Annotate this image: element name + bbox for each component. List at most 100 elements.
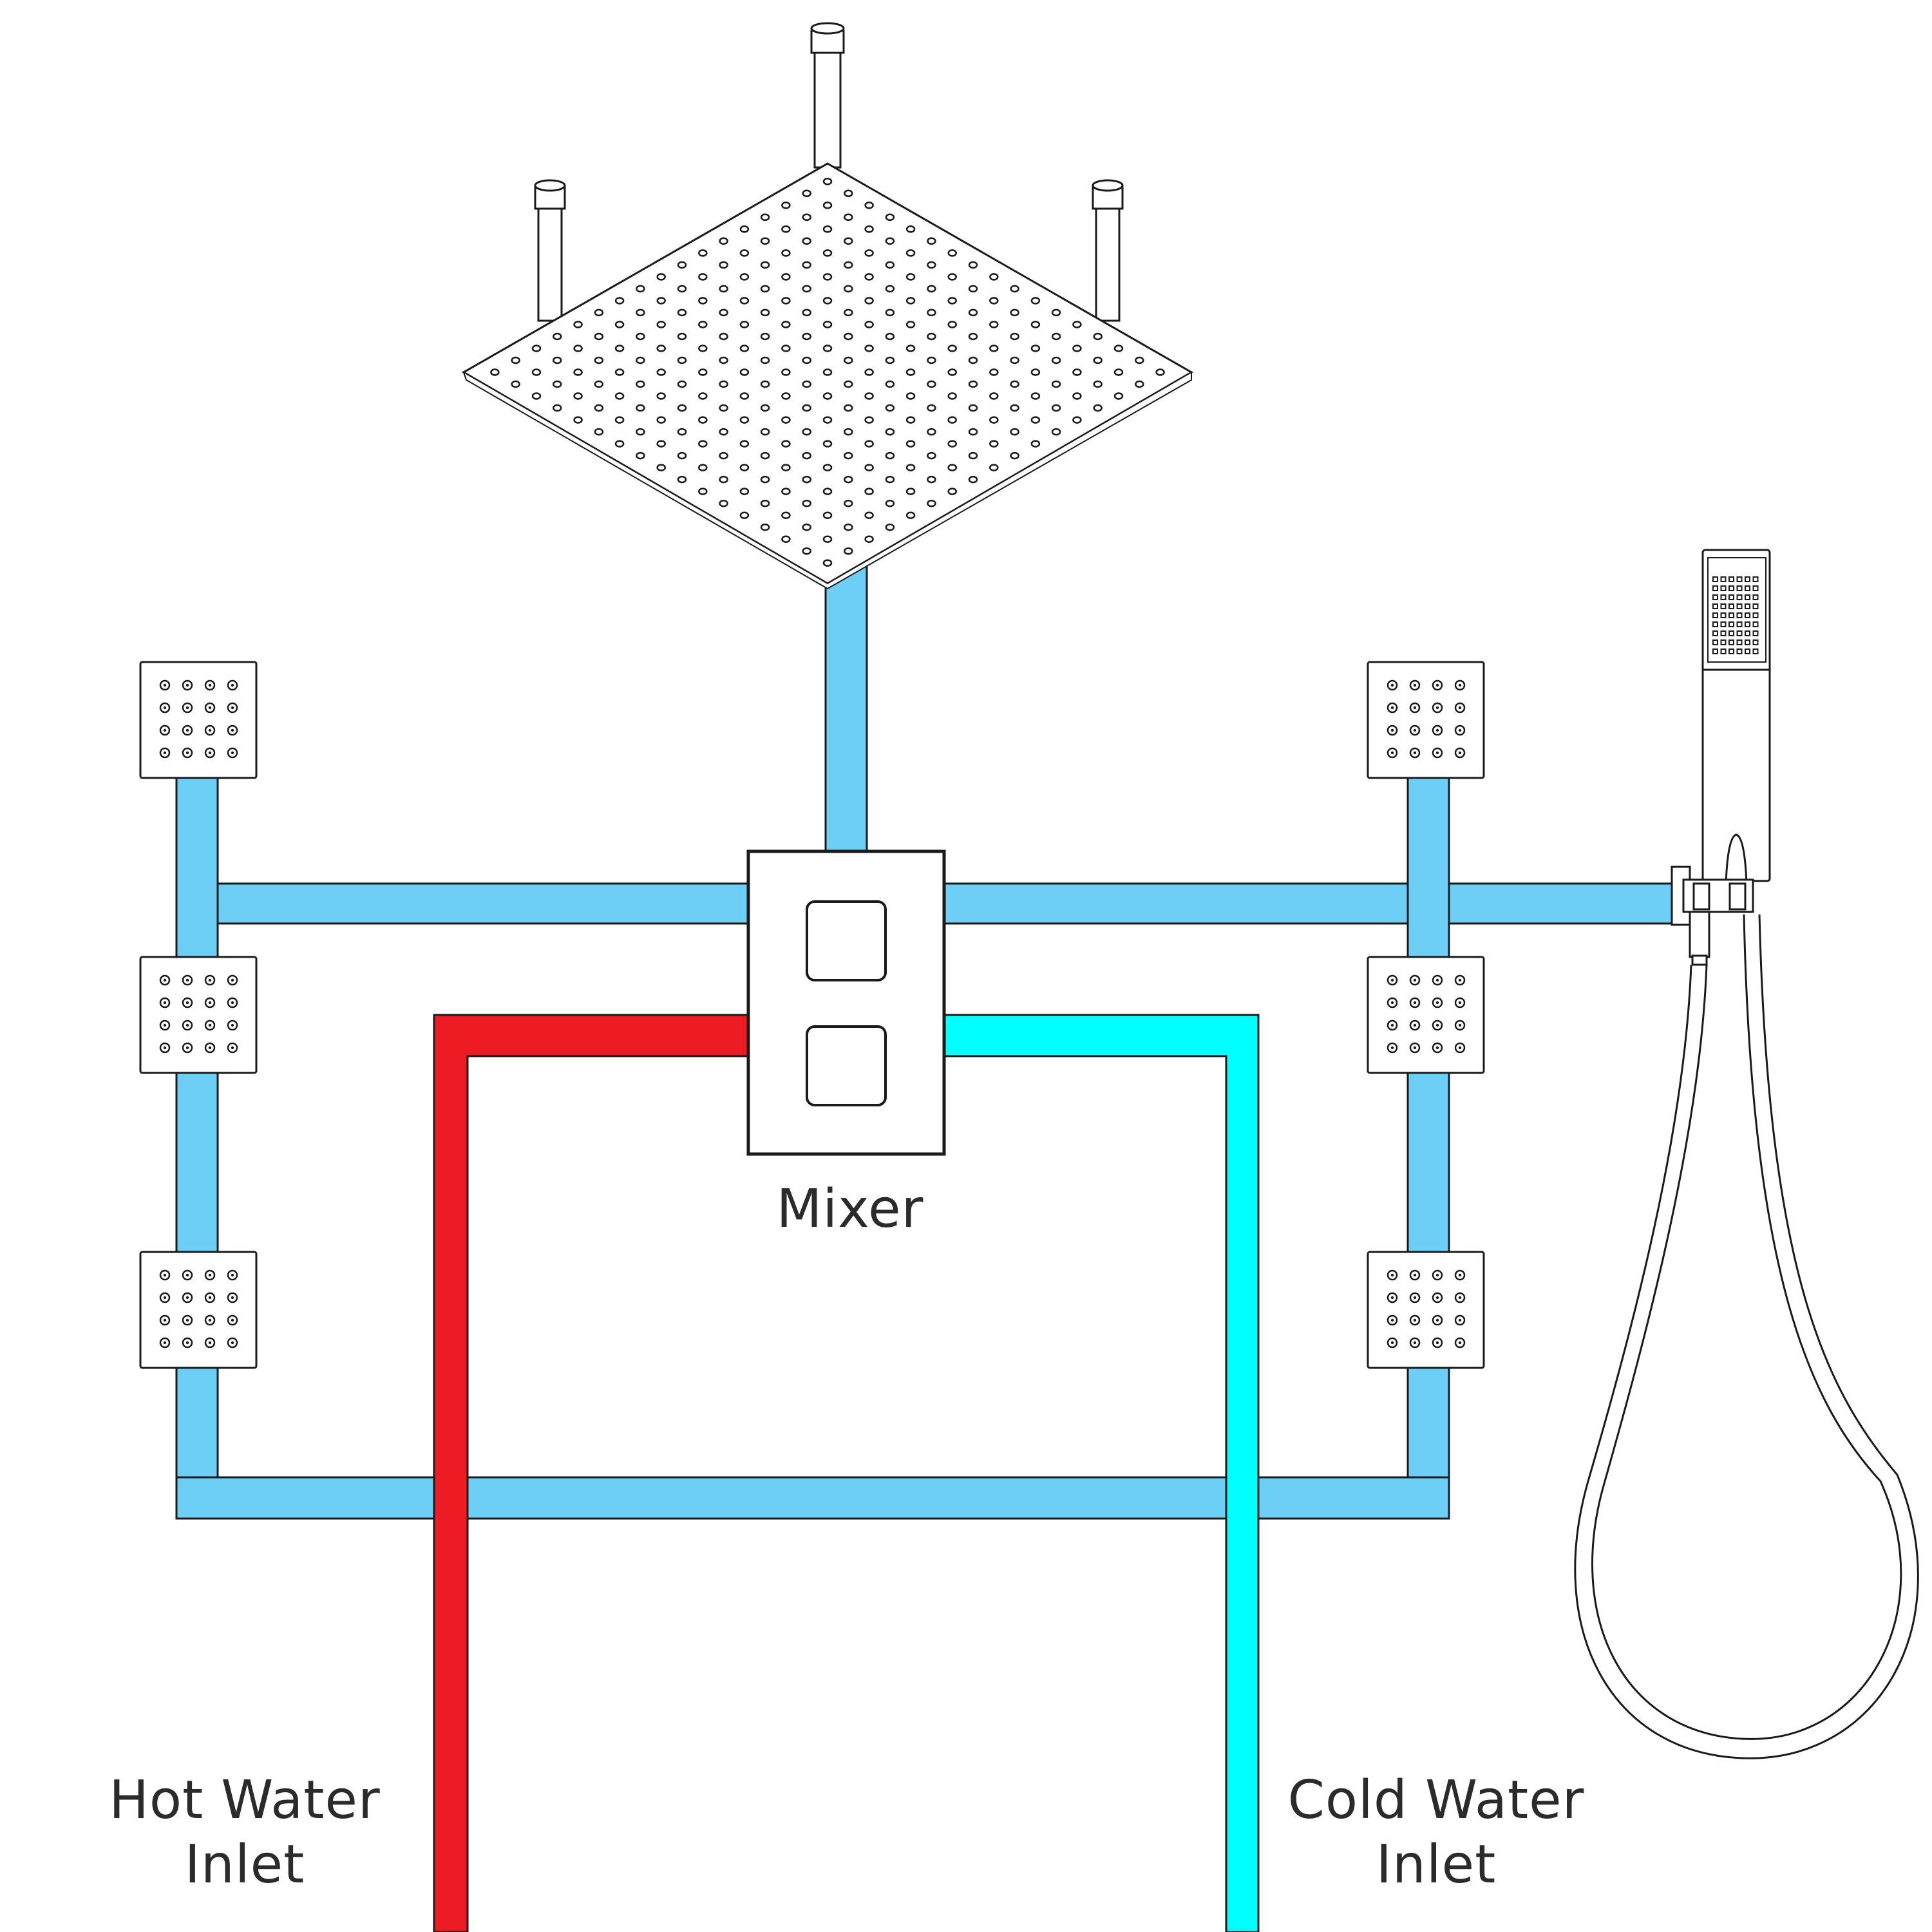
jet-nozzle (1454, 747, 1466, 759)
hand-nozzle (1745, 621, 1750, 627)
jet-nozzle-core (208, 728, 212, 732)
nozzle (822, 345, 833, 352)
hand-nozzle (1712, 621, 1718, 627)
nozzle (781, 368, 791, 376)
nozzle (989, 464, 999, 471)
nozzle (927, 380, 936, 388)
jet-nozzle (182, 1019, 193, 1031)
jet-nozzle (1387, 747, 1398, 759)
jet-nozzle (1432, 1314, 1443, 1326)
nozzle (490, 368, 500, 376)
jet-nozzle (1432, 679, 1443, 691)
nozzle (1072, 416, 1082, 424)
nozzle (719, 308, 728, 317)
nozzle (1051, 308, 1061, 317)
jet-nozzle (1432, 1292, 1443, 1303)
hand-nozzle (1752, 612, 1759, 618)
nozzle (531, 368, 542, 376)
nozzle (802, 237, 811, 245)
hand-nozzle (1720, 630, 1727, 636)
nozzle (1010, 308, 1019, 317)
jet-nozzle (159, 724, 171, 736)
nozzle (573, 321, 583, 328)
jet-nozzle (204, 724, 216, 736)
hand-nozzle (1745, 585, 1750, 591)
nozzle (698, 488, 708, 495)
hand-nozzle (1712, 594, 1718, 600)
nozzle (656, 297, 666, 305)
nozzle (719, 261, 728, 269)
hand-nozzle (1745, 639, 1750, 645)
nozzle (677, 285, 687, 293)
ceiling-support-rods (534, 22, 1124, 322)
flow-diverter-handle[interactable] (806, 1025, 887, 1106)
nozzle (844, 547, 853, 555)
nozzle (968, 332, 978, 341)
nozzle (1010, 404, 1019, 412)
nozzle (989, 345, 999, 352)
jet-nozzle-core (1458, 1341, 1462, 1345)
nozzle (822, 559, 833, 567)
nozzle (781, 416, 791, 424)
jet-nozzle (227, 997, 238, 1009)
nozzle (864, 297, 874, 305)
nozzle (739, 416, 750, 424)
nozzle (927, 428, 936, 436)
jet-nozzle-core (185, 1341, 189, 1345)
nozzle (968, 475, 978, 484)
hand-nozzle (1712, 612, 1718, 618)
jet-nozzle (204, 1314, 216, 1326)
nozzle (885, 308, 895, 317)
jet-nozzle-core (231, 1296, 234, 1300)
nozzle (885, 451, 895, 460)
hand-nozzle (1728, 649, 1734, 654)
nozzle (1072, 321, 1082, 328)
nozzle (656, 464, 666, 471)
nozzle (822, 202, 833, 209)
nozzle (989, 297, 999, 305)
nozzle (1030, 321, 1041, 328)
nozzle (739, 297, 750, 305)
nozzle (968, 285, 978, 293)
jet-nozzle (1432, 702, 1443, 714)
jet-nozzle (204, 974, 216, 986)
nozzle (636, 285, 645, 293)
nozzle (1155, 368, 1165, 376)
nozzle (677, 261, 687, 269)
temperature-handle[interactable] (806, 900, 887, 981)
nozzle (822, 535, 833, 543)
hand-nozzle (1728, 621, 1734, 627)
jet-nozzle-core (1390, 1296, 1394, 1300)
jet-nozzle-core (231, 978, 234, 982)
nozzle (698, 440, 708, 448)
nozzle (614, 321, 625, 328)
jet-nozzle (227, 1042, 238, 1054)
jet-nozzle (1454, 724, 1466, 736)
nozzle (1010, 356, 1019, 365)
nozzle (802, 308, 811, 317)
nozzle (844, 428, 853, 436)
jet-nozzle-core (1390, 751, 1394, 755)
nozzle (760, 404, 770, 412)
support-rod-left (534, 179, 566, 322)
nozzle (636, 308, 645, 317)
hand-nozzle (1712, 649, 1718, 654)
jet-nozzle-core (1390, 1341, 1394, 1345)
jet-nozzle-core (1390, 978, 1394, 982)
nozzle (719, 285, 728, 293)
jet-nozzle-core (1435, 978, 1439, 982)
jet-nozzle (1387, 1314, 1398, 1326)
jet-nozzle-core (1413, 683, 1417, 687)
jet-nozzle-core (1413, 728, 1417, 732)
body-jet (1367, 661, 1485, 779)
nozzle (781, 297, 791, 305)
thermostatic-mixer[interactable] (746, 849, 946, 1156)
hand-nozzle (1745, 630, 1750, 636)
nozzle (594, 404, 604, 412)
hose-connector (1689, 911, 1710, 958)
nozzle (885, 356, 895, 365)
nozzle (802, 380, 811, 388)
nozzle (844, 332, 853, 341)
jet-nozzle (1432, 1042, 1443, 1054)
